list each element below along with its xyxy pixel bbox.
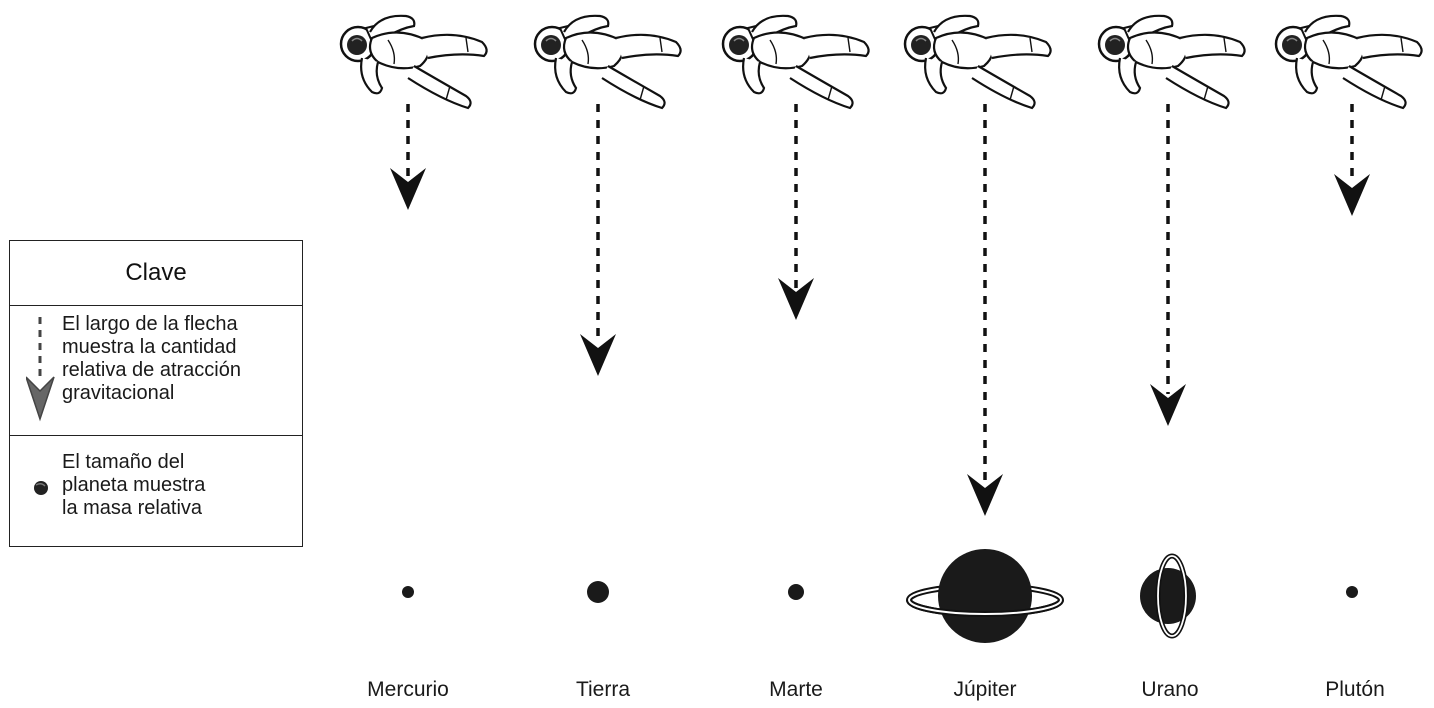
key-title: Clave	[10, 241, 302, 306]
key-planet-line: planeta muestra	[62, 474, 298, 497]
key-arrow-line: muestra la cantidad	[62, 336, 298, 359]
astronaut-icon	[1276, 16, 1422, 108]
astronaut-icon	[1099, 16, 1245, 108]
astronaut-icon	[341, 16, 487, 108]
key-arrow-line: relativa de atracción	[62, 359, 298, 382]
dashed-arrow-icon	[26, 313, 58, 433]
planet-body	[402, 586, 414, 598]
gravity-arrow-head	[967, 474, 1003, 516]
key-planet-text: El tamaño del planeta muestra la masa re…	[62, 451, 298, 520]
gravity-arrow-head	[1334, 174, 1370, 216]
planet-icon	[32, 479, 50, 497]
planet-label-mercurio: Mercurio	[367, 678, 449, 702]
planet-label-tierra: Tierra	[576, 678, 630, 702]
planet-body	[938, 549, 1032, 643]
key-planet-row: El tamaño del planeta muestra la masa re…	[10, 435, 302, 546]
planet-label-urano: Urano	[1141, 678, 1198, 702]
planet-body	[788, 584, 804, 600]
gravity-arrow-head	[580, 334, 616, 376]
planet-label-pluton: Plutón	[1325, 678, 1385, 702]
key-arrow-row: El largo de la flecha muestra la cantida…	[10, 305, 302, 436]
key-arrow-line: El largo de la flecha	[62, 313, 298, 336]
astronaut-icon	[535, 16, 681, 108]
key-arrow-line: gravitacional	[62, 382, 298, 405]
key-legend: Clave El largo de la flecha muestra la c…	[9, 240, 303, 547]
key-planet-line: El tamaño del	[62, 451, 298, 474]
key-arrow-text: El largo de la flecha muestra la cantida…	[62, 313, 298, 405]
astronaut-icon	[905, 16, 1051, 108]
astronaut-icon	[723, 16, 869, 108]
planet-body	[1346, 586, 1358, 598]
planet-label-jupiter: Júpiter	[953, 678, 1016, 702]
key-planet-line: la masa relativa	[62, 497, 298, 520]
planet-body	[587, 581, 609, 603]
planet-label-marte: Marte	[769, 678, 823, 702]
gravity-arrow-head	[1150, 384, 1186, 426]
